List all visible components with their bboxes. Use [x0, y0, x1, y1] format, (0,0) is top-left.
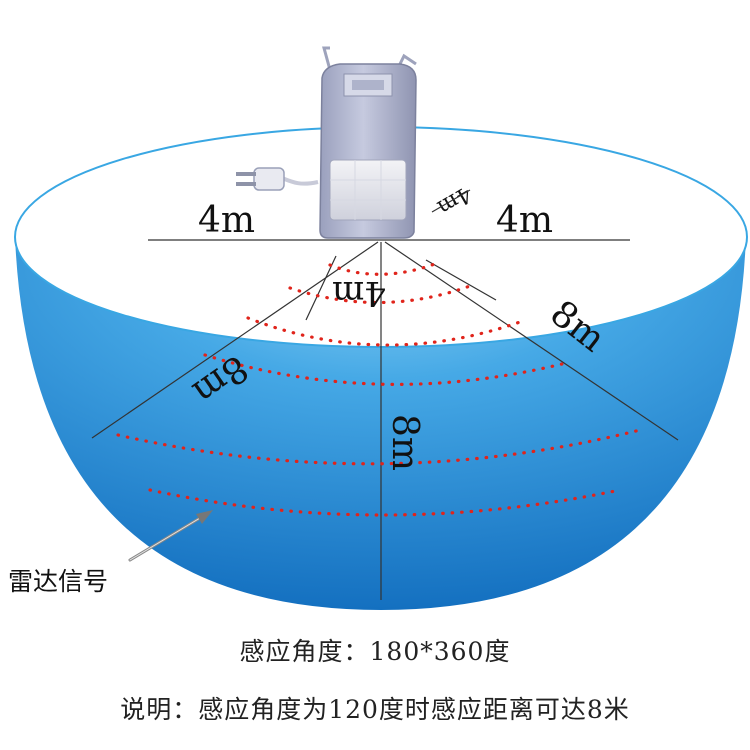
right-boundary-line	[384, 241, 679, 441]
left-boundary-line	[91, 241, 379, 439]
motion-sensor-device	[236, 46, 417, 239]
center-near-label: 4m	[332, 273, 386, 313]
note-caption: 说明：感应角度为120度时感应距离可达8米	[120, 695, 630, 724]
center-far-label: 8m	[384, 414, 425, 471]
power-plug-icon	[236, 167, 319, 191]
sensor-lens	[329, 159, 407, 221]
coverage-lines	[91, 239, 679, 600]
arrow-pointer-icon	[128, 510, 213, 562]
signal-arc-6	[148, 488, 622, 517]
sensing-angle-caption: 感应角度：180*360度	[239, 637, 511, 666]
radar-signal-arcs	[116, 260, 642, 517]
right-width-label: 4m	[496, 200, 553, 241]
signal-arc-4	[203, 353, 572, 386]
near-right-line	[425, 259, 497, 301]
signal-arc-1	[328, 260, 442, 276]
radar-signal-label: 雷达信号	[8, 567, 108, 596]
left-width-label: 4m	[198, 200, 255, 241]
signal-arc-2	[288, 284, 472, 305]
